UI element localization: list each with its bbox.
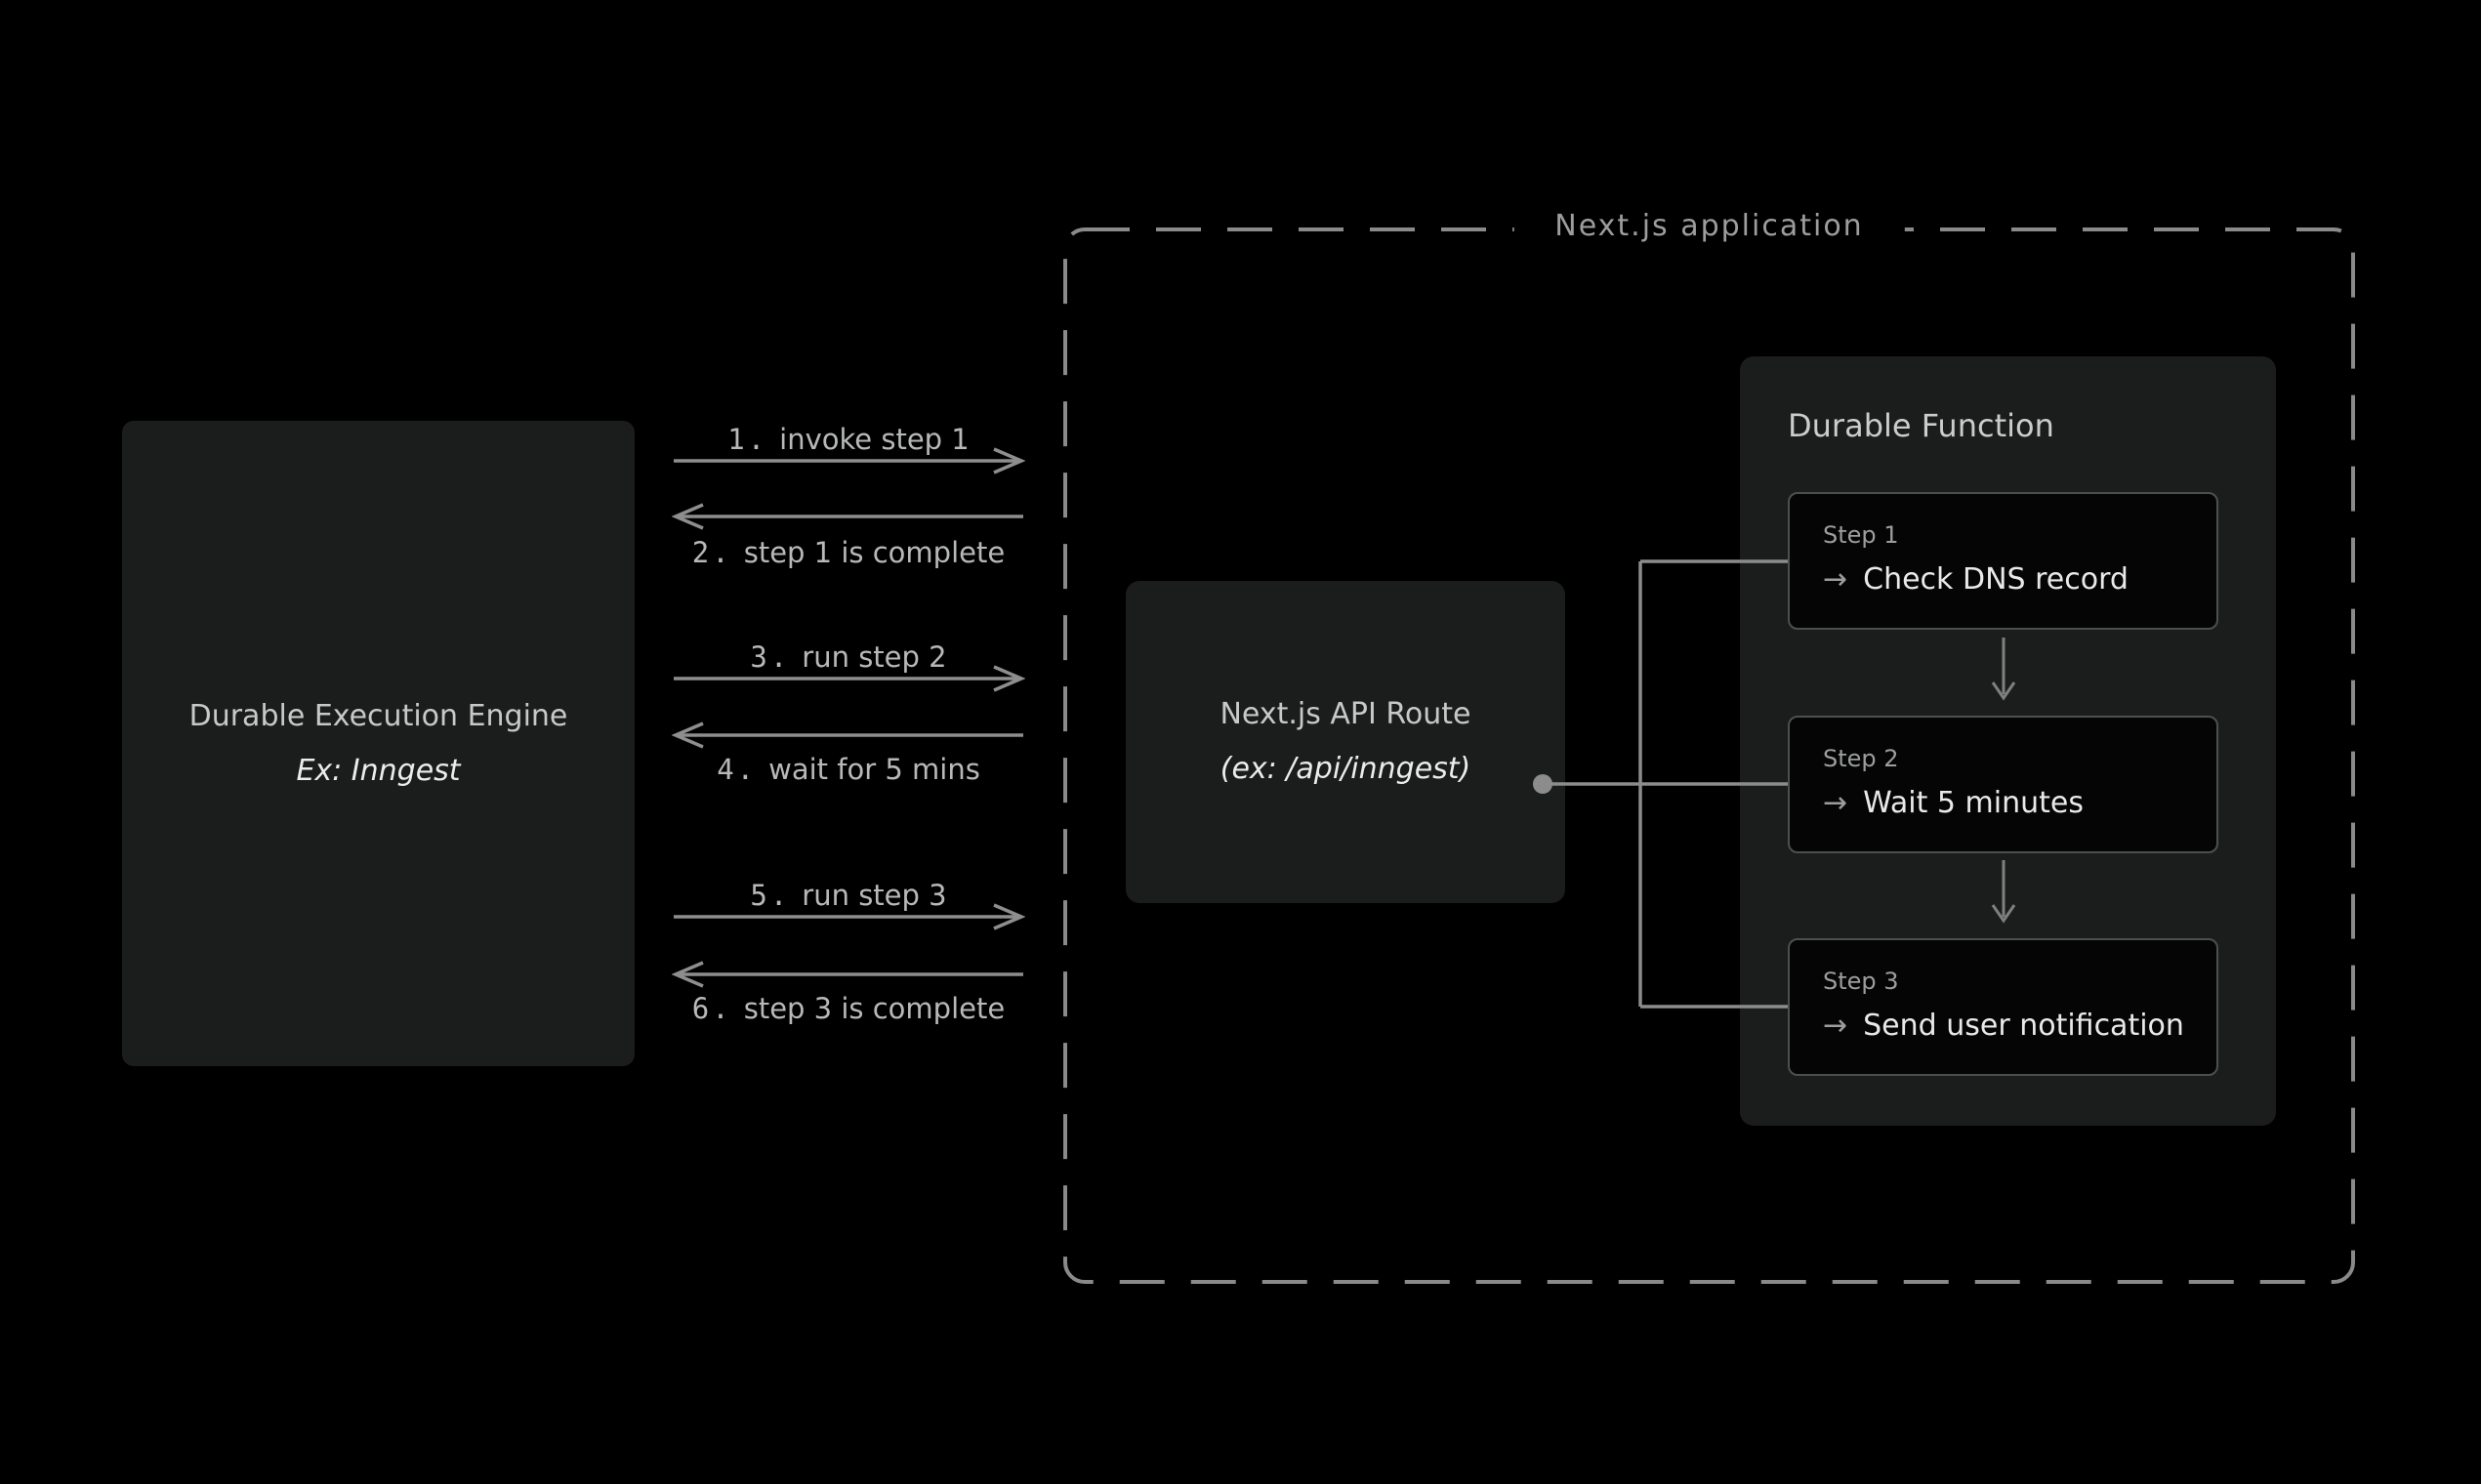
step-1-box: Step 1 → Check DNS record	[1788, 492, 2218, 630]
step-label: Step 2	[1823, 745, 1899, 772]
durable-function-box: Durable Function Step 1 → Check DNS reco…	[1740, 356, 2276, 1126]
sequence-text: step 3 is complete	[743, 992, 1006, 1025]
step-action: → Check DNS record	[1823, 562, 2216, 598]
engine-title: Durable Execution Engine	[188, 698, 568, 733]
api-route-title: Next.js API Route	[1220, 697, 1471, 731]
arrow-right-icon	[674, 903, 1025, 930]
step-2-box: Step 2 → Wait 5 minutes	[1788, 716, 2218, 853]
sequence-number: 1.	[727, 423, 768, 456]
arrow-left-icon	[672, 721, 1023, 749]
sequence-label-1: 1. invoke step 1	[672, 423, 1025, 456]
sequence-text: run step 2	[802, 640, 947, 674]
down-arrow-icon	[1991, 860, 2016, 924]
sequence-label-4: 4. wait for 5 mins	[672, 753, 1025, 786]
step-arrow-icon: →	[1823, 1009, 1848, 1043]
step-arrow-icon: →	[1823, 786, 1848, 820]
step-action-text: Check DNS record	[1863, 562, 2129, 597]
step-action: → Send user notification	[1823, 1009, 2216, 1044]
step-action: → Wait 5 minutes	[1823, 786, 2216, 821]
arrow-right-icon	[674, 447, 1025, 474]
sequence-label-6: 6. step 3 is complete	[672, 992, 1025, 1025]
sequence-text: step 1 is complete	[743, 536, 1006, 569]
nextjs-application-label: Next.js application	[1513, 201, 1905, 252]
step-label: Step 3	[1823, 968, 1899, 995]
sequence-label-3: 3. run step 2	[672, 640, 1025, 674]
sequence-number: 4.	[717, 753, 758, 786]
down-arrow-icon	[1991, 638, 2016, 701]
sequence-number: 3.	[750, 640, 791, 674]
sequence-text: invoke step 1	[779, 423, 970, 456]
api-route-subtitle: (ex: /api/inngest)	[1220, 752, 1471, 786]
dashed-border	[1063, 227, 2355, 1284]
sequence-text: wait for 5 mins	[768, 753, 980, 786]
arrow-left-icon	[672, 503, 1023, 530]
step-arrow-icon: →	[1823, 562, 1848, 597]
durable-execution-engine-box: Durable Execution Engine Ex: Inngest	[122, 421, 635, 1066]
sequence-label-2: 2. step 1 is complete	[672, 536, 1025, 569]
sequence-number: 5.	[750, 879, 791, 912]
sequence-label-5: 5. run step 3	[672, 879, 1025, 912]
nextjs-application-container: Next.js application	[1062, 201, 2356, 1285]
step-action-text: Send user notification	[1863, 1009, 2184, 1043]
step-label: Step 1	[1823, 521, 1899, 549]
sequence-number: 6.	[691, 992, 732, 1025]
durable-function-title: Durable Function	[1788, 407, 2054, 444]
arrow-right-icon	[674, 665, 1025, 692]
arrow-left-icon	[672, 961, 1023, 988]
sequence-text: run step 3	[802, 879, 947, 912]
nextjs-api-route-box: Next.js API Route (ex: /api/inngest)	[1126, 581, 1565, 903]
engine-subtitle: Ex: Inngest	[296, 753, 461, 788]
api-to-steps-connector	[1533, 559, 1788, 1009]
sequence-number: 2.	[691, 536, 732, 569]
step-action-text: Wait 5 minutes	[1863, 786, 2084, 820]
step-3-box: Step 3 → Send user notification	[1788, 938, 2218, 1076]
